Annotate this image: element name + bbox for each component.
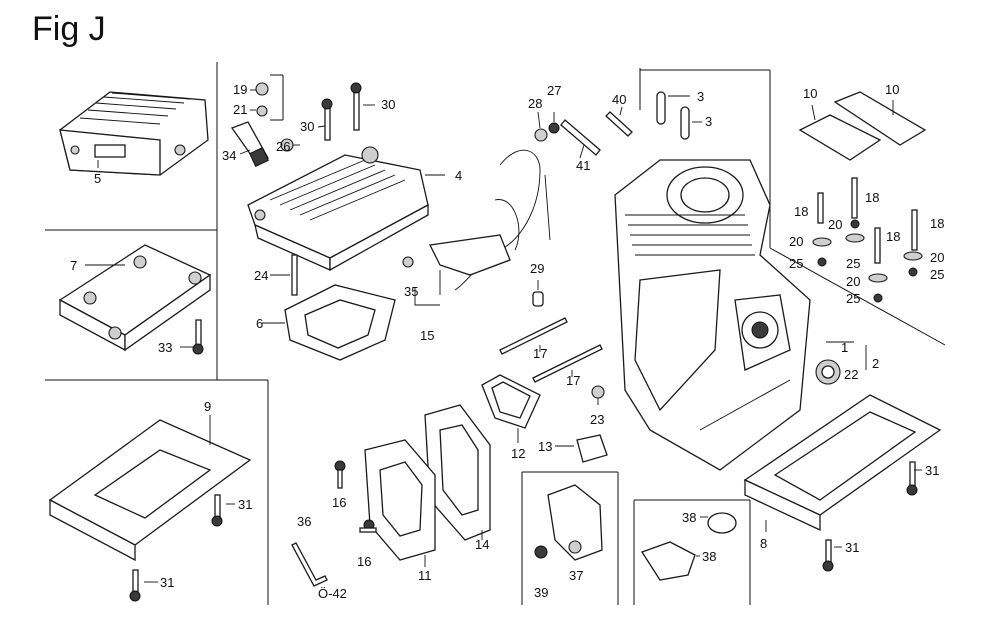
callout-19: 19 (233, 82, 247, 97)
callout-40: 40 (612, 92, 626, 107)
callout-25b: 25 (846, 256, 860, 271)
parts-31-bolts-right (822, 461, 918, 572)
callout-15: 15 (420, 328, 434, 343)
parts-29-17 (499, 291, 603, 383)
callout-18c: 18 (886, 229, 900, 244)
part-34-spark-plug (230, 121, 269, 167)
callout-37: 37 (569, 568, 583, 583)
callout-18b: 18 (794, 204, 808, 219)
part-36-rod (291, 542, 328, 587)
parts-19-21-26-nuts (255, 82, 294, 152)
part-24-stud (291, 254, 298, 296)
parts-18-20-25 (812, 177, 923, 303)
callout-25c: 25 (846, 291, 860, 306)
part-14-plate (424, 404, 491, 541)
callout-21: 21 (233, 102, 247, 117)
part-12-gasket (481, 374, 541, 429)
part-11-cover (364, 439, 436, 561)
part-33-bolt (192, 319, 204, 355)
callout-1: 1 (841, 340, 848, 355)
parts-30-bolts (321, 82, 362, 141)
callout-28: 28 (528, 96, 542, 111)
callout-33: 33 (158, 340, 172, 355)
callout-31d: 31 (845, 540, 859, 555)
parts-16-bolts (334, 460, 377, 533)
parts-38-caps (641, 512, 737, 581)
callout-18a: 18 (865, 190, 879, 205)
part-9-base-plate (48, 419, 252, 562)
callout-20c: 20 (846, 274, 860, 289)
callout-36: 36 (297, 514, 311, 529)
callout-20d: 20 (930, 250, 944, 265)
callout-10a: 10 (803, 86, 817, 101)
callout-29: 29 (530, 261, 544, 276)
callout-14: 14 (475, 537, 489, 552)
parts-27-28-40-41-3 (534, 91, 690, 156)
callout-17b: 17 (566, 373, 580, 388)
callout-3b: 3 (705, 114, 712, 129)
callout-39: 39 (534, 585, 548, 600)
callout-5: 5 (94, 171, 101, 186)
part-5-top-cover (59, 91, 209, 176)
callout-24: 24 (254, 268, 268, 283)
callout-20b: 20 (828, 217, 842, 232)
part-4-head-housing (247, 146, 429, 272)
callout-22: 22 (844, 367, 858, 382)
part-22-seal (815, 359, 841, 385)
callout-34: 34 (222, 148, 236, 163)
leader-lines (85, 89, 922, 583)
callout-27: 27 (547, 83, 561, 98)
parts-10-pads (798, 91, 927, 161)
callout-16a: 16 (332, 495, 346, 510)
callout-41: 41 (576, 158, 590, 173)
callout-11: 11 (418, 568, 432, 583)
callout-26: 26 (276, 139, 290, 154)
callout-31a: 31 (238, 497, 252, 512)
callout-9: 9 (204, 399, 211, 414)
callout-17a: 17 (533, 346, 547, 361)
callout-6: 6 (256, 316, 263, 331)
callout-12: 12 (511, 446, 525, 461)
parts-37-39 (534, 484, 603, 561)
callout-23: 23 (590, 412, 604, 427)
part-1-crankcase (614, 159, 811, 471)
callout-38a: 38 (682, 510, 696, 525)
parts-31-bolts-left (129, 494, 223, 602)
callout-30b: 30 (381, 97, 395, 112)
callout-13: 13 (538, 439, 552, 454)
part-7-cover-plate (58, 244, 212, 352)
part-8-base-frame (743, 394, 942, 532)
callout-16b: 16 (357, 554, 371, 569)
callout-20a: 20 (789, 234, 803, 249)
callout-35: 35 (404, 284, 418, 299)
callout-38b: 38 (702, 549, 716, 564)
callout-30a: 30 (300, 119, 314, 134)
callout-2: 2 (872, 356, 879, 371)
callout-42: Ö-42 (318, 586, 347, 601)
callout-10b: 10 (885, 82, 899, 97)
callout-labels: 5 19 21 34 30 26 30 4 28 27 41 40 3 3 10… (70, 82, 944, 601)
callout-18d: 18 (930, 216, 944, 231)
part-15-wiring-harness (402, 149, 551, 291)
callout-8: 8 (760, 536, 767, 551)
callout-31b: 31 (160, 575, 174, 590)
figure-title: Fig J (32, 10, 106, 48)
callout-25d: 25 (930, 267, 944, 282)
callout-25a: 25 (789, 256, 803, 271)
callout-4: 4 (455, 168, 462, 183)
callout-31c: 31 (925, 463, 939, 478)
section-frames (45, 62, 946, 605)
part-23-nut (591, 385, 605, 399)
callout-7: 7 (70, 258, 77, 273)
callout-3a: 3 (697, 89, 704, 104)
part-6-gasket (284, 284, 396, 361)
part-13-block (576, 434, 608, 463)
